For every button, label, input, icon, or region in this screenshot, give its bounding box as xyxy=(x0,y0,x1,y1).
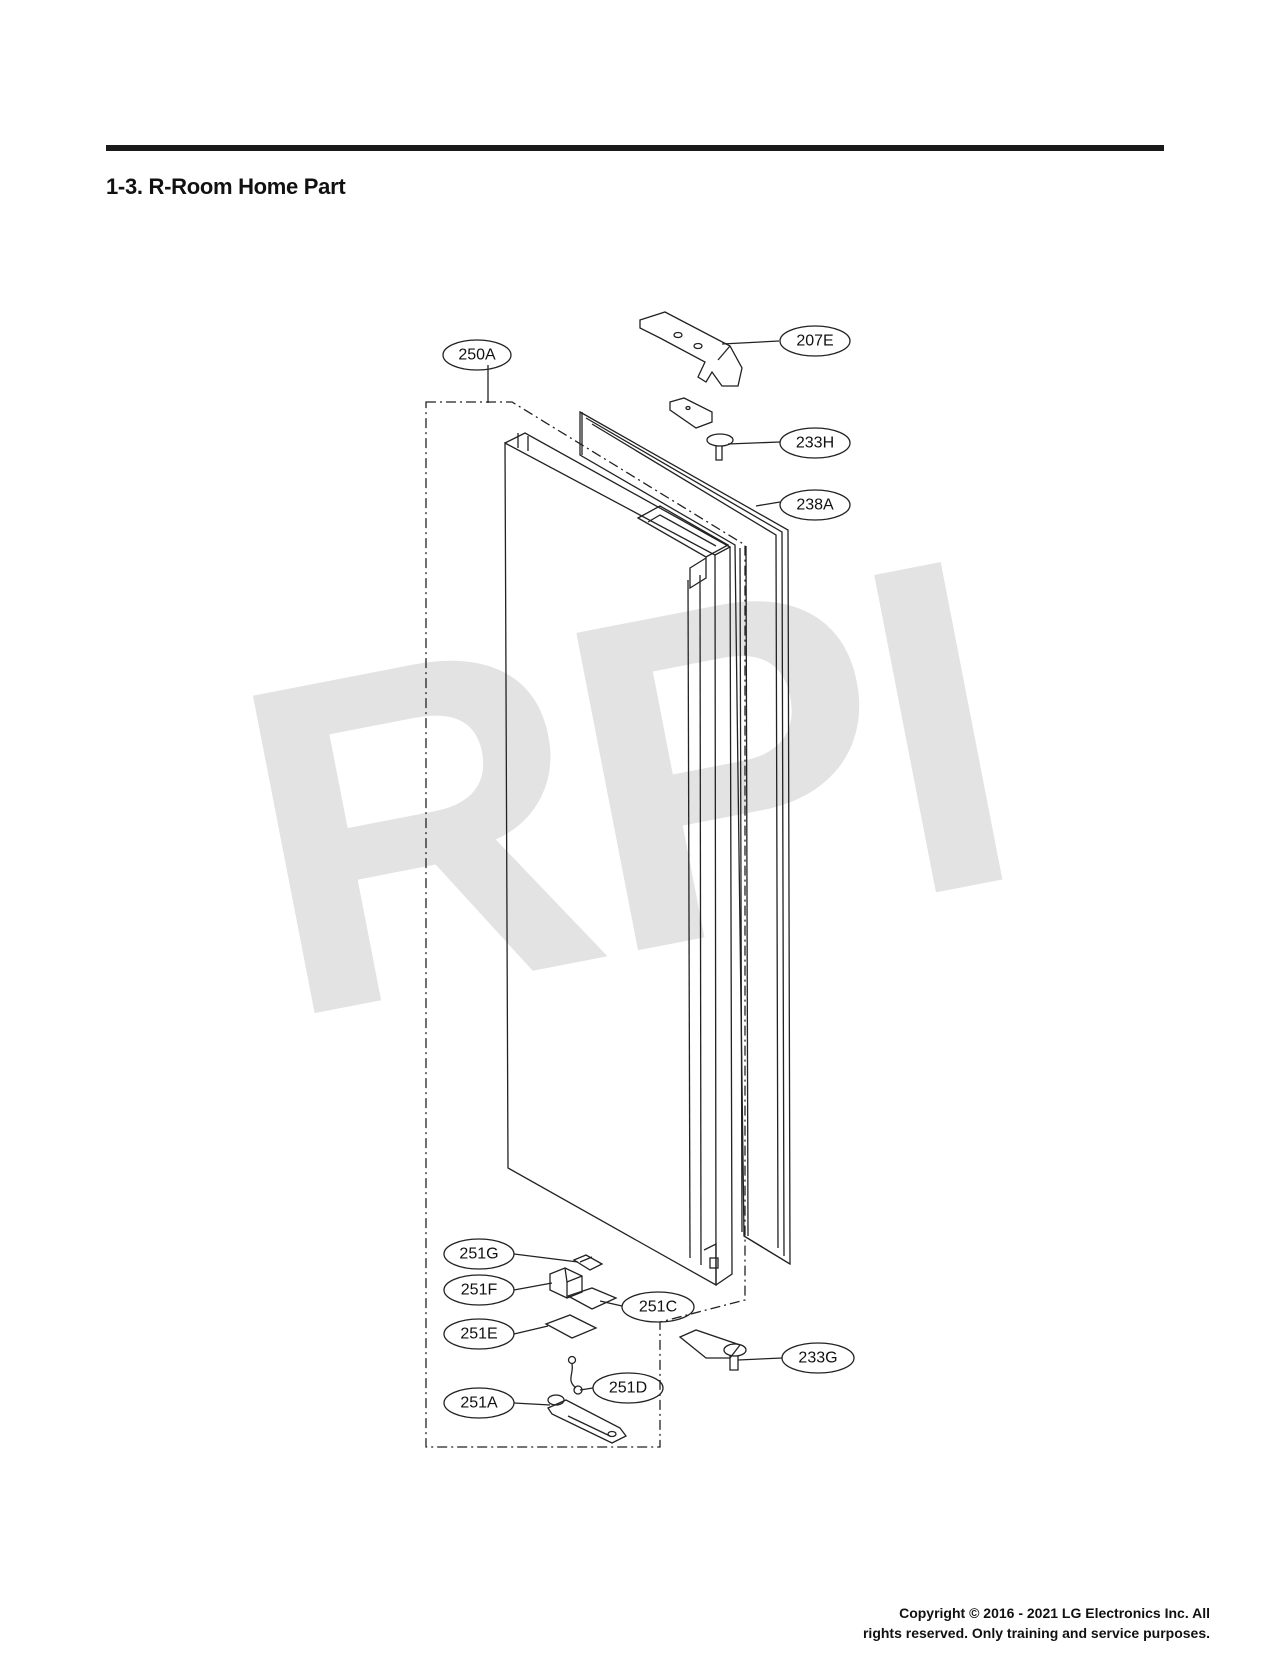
part-251e xyxy=(544,1314,598,1339)
leader-251g xyxy=(513,1253,579,1263)
leader-233h xyxy=(727,441,781,445)
callout-label-238a: 238A xyxy=(796,497,834,514)
leader-238a xyxy=(755,501,781,507)
assembly-250a-boundary xyxy=(425,401,746,1448)
door-gasket-part xyxy=(579,410,791,1266)
hinge-233h-part xyxy=(669,397,734,461)
leader-251a xyxy=(513,1402,551,1406)
section-title: 1-3. R-Room Home Part xyxy=(106,174,346,199)
copyright-line-1: Copyright © 2016 - 2021 LG Electronics I… xyxy=(899,1605,1210,1621)
callout-oval-251e xyxy=(443,1318,515,1350)
leader-207e xyxy=(721,340,780,345)
callout-label-233h: 233H xyxy=(796,435,834,452)
leader-251d xyxy=(579,1387,594,1391)
part-251d xyxy=(567,1355,583,1395)
callout-oval-207e xyxy=(779,325,851,357)
header-rule xyxy=(106,145,1164,151)
callout-oval-233h xyxy=(779,427,851,459)
part-251a xyxy=(547,1394,627,1444)
leader-251c xyxy=(599,1300,623,1307)
callout-label-250a: 250A xyxy=(458,347,496,364)
callout-oval-251d xyxy=(592,1372,664,1404)
callout-oval-251g xyxy=(443,1238,515,1270)
callout-label-233g: 233G xyxy=(798,1350,837,1367)
leader-233g xyxy=(737,1357,783,1361)
callout-label-251f: 251F xyxy=(461,1282,498,1299)
callout-oval-251c xyxy=(621,1291,695,1323)
callout-oval-250a xyxy=(442,339,512,371)
copyright-notice: Copyright © 2016 - 2021 LG Electronics I… xyxy=(863,1603,1210,1643)
part-251g xyxy=(572,1254,604,1271)
callout-label-207e: 207E xyxy=(796,333,833,350)
callout-oval-251f xyxy=(443,1274,515,1306)
copyright-line-2: rights reserved. Only training and servi… xyxy=(862,1625,1210,1641)
part-251c xyxy=(566,1287,618,1310)
leader-251e xyxy=(513,1325,549,1335)
leader-251f xyxy=(513,1282,553,1291)
hinge-207e-part xyxy=(639,311,743,387)
callout-label-251c: 251C xyxy=(639,1299,677,1316)
callout-oval-238a xyxy=(779,489,851,521)
callout-label-251e: 251E xyxy=(460,1326,497,1343)
callout-label-251d: 251D xyxy=(609,1380,647,1397)
callout-oval-251a xyxy=(443,1387,515,1419)
callout-label-251g: 251G xyxy=(459,1246,498,1263)
callout-label-251a: 251A xyxy=(460,1395,498,1412)
door-panel-part xyxy=(504,432,733,1287)
hinge-233g-part xyxy=(678,1329,747,1371)
callout-oval-233g xyxy=(781,1342,855,1374)
